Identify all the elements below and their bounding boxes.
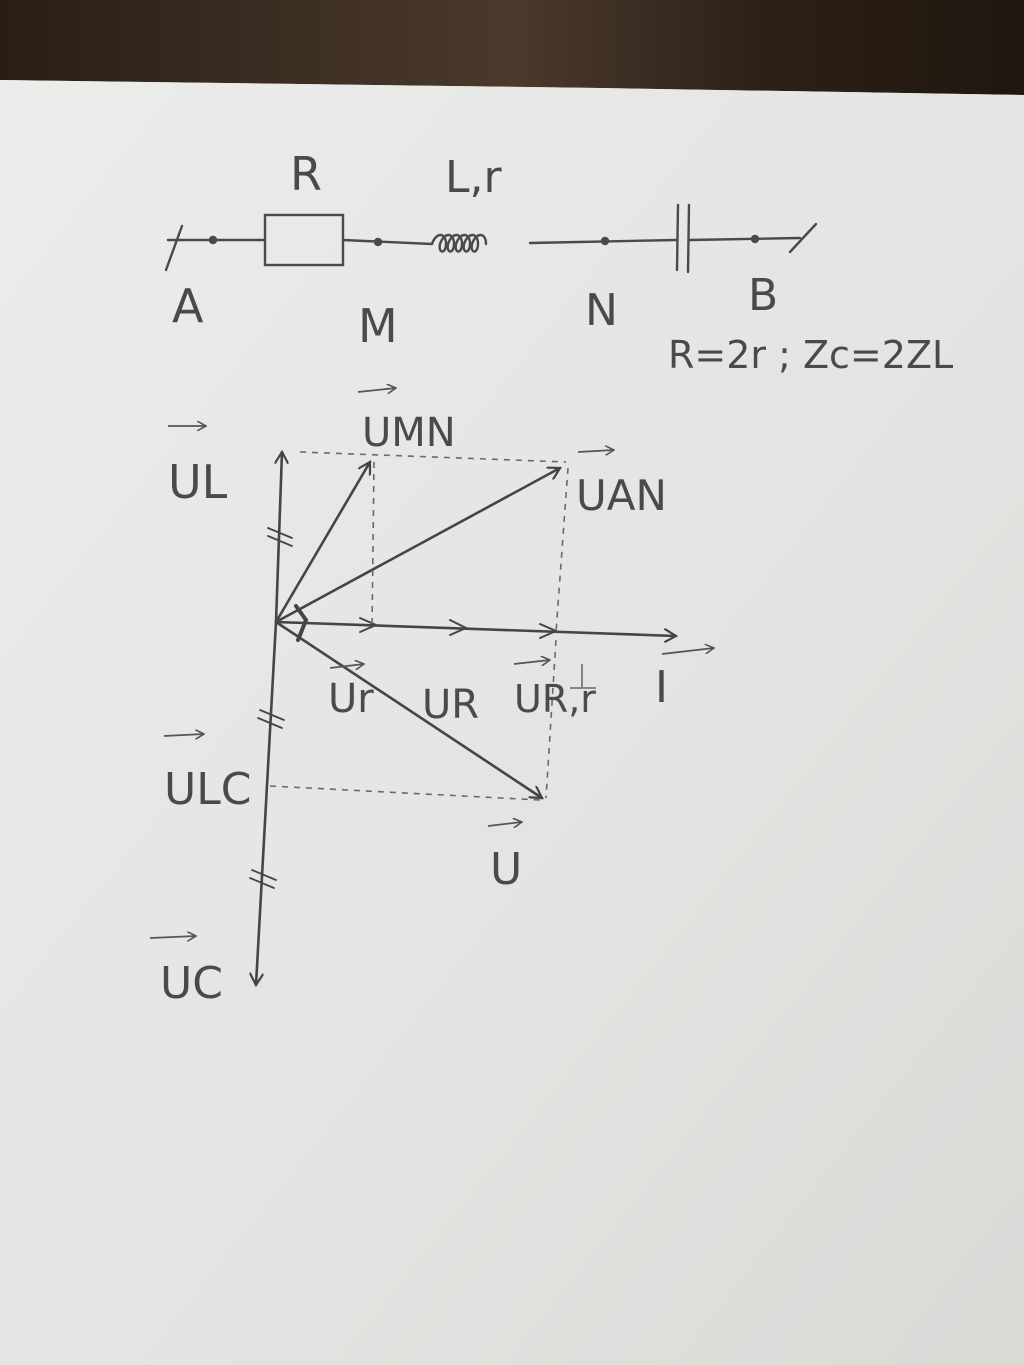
umn-label: UMN bbox=[362, 410, 456, 456]
capacitor-plate-1 bbox=[675, 203, 680, 272]
dashed-top bbox=[299, 451, 567, 463]
umn-vector bbox=[274, 462, 372, 624]
ulc-label: ULC bbox=[164, 764, 251, 815]
ur-overarrow bbox=[329, 664, 364, 668]
ul-axis-arrow bbox=[276, 452, 282, 624]
uan-vector bbox=[274, 468, 560, 624]
tick-mark bbox=[257, 717, 283, 729]
node-n-dot bbox=[600, 236, 610, 246]
resistor-label: R bbox=[290, 147, 322, 201]
current-label: I bbox=[655, 662, 668, 713]
wire-c-b bbox=[688, 236, 802, 242]
ur-big-label: UR bbox=[422, 682, 479, 728]
current-overarrow bbox=[661, 648, 714, 655]
phasor-diagram bbox=[250, 452, 676, 985]
ur-tick-arrow-2 bbox=[449, 619, 469, 636]
wooden-table bbox=[0, 0, 1024, 95]
dashed-u-drop bbox=[545, 639, 557, 799]
ulc-overarrow bbox=[163, 734, 204, 736]
relation-text: R=2r ; Zc=2ZL bbox=[668, 333, 953, 377]
dashed-uan-drop bbox=[555, 467, 569, 633]
uc-overarrow bbox=[149, 936, 196, 938]
urr-overarrow bbox=[513, 660, 550, 664]
dashed-u-across bbox=[269, 785, 541, 801]
wire-r-l bbox=[341, 238, 434, 246]
capacitor-plate-2 bbox=[686, 203, 691, 274]
dashed-umn-drop bbox=[371, 461, 375, 631]
node-m-dot bbox=[373, 237, 383, 247]
perpendicular-mark bbox=[570, 664, 596, 689]
u-overarrow bbox=[487, 822, 522, 826]
paper-sheet bbox=[0, 80, 1024, 1365]
uan-label: UAN bbox=[576, 471, 667, 520]
tick-mark bbox=[249, 877, 275, 889]
node-n-label: N bbox=[585, 285, 618, 336]
ul-label: UL bbox=[168, 455, 228, 509]
terminal-a-tick bbox=[164, 224, 184, 272]
construction-lines bbox=[269, 451, 569, 801]
ur-tick-arrow bbox=[359, 617, 379, 633]
tick-mark bbox=[251, 869, 277, 881]
right-angle-mark bbox=[294, 604, 309, 642]
phasor-labels: UL UMN UAN I Ur UR UR,r ULC U UC bbox=[149, 388, 714, 1009]
tick-mark bbox=[259, 709, 285, 721]
node-m-label: M bbox=[358, 299, 398, 353]
terminal-b-tick bbox=[788, 222, 818, 254]
node-b-label: B bbox=[748, 270, 778, 321]
uan-overarrow bbox=[577, 450, 614, 452]
urr-tick-arrow bbox=[539, 623, 559, 639]
node-b-dot bbox=[750, 234, 760, 244]
u-label: U bbox=[490, 844, 522, 895]
current-axis-arrow bbox=[274, 620, 676, 636]
circuit-diagram bbox=[164, 203, 818, 274]
tick-mark bbox=[267, 527, 293, 539]
node-a-label: A bbox=[172, 279, 204, 333]
inductor-coil bbox=[430, 233, 488, 253]
ur-label: Ur bbox=[328, 676, 374, 722]
tick-mark bbox=[267, 535, 293, 547]
node-a-dot bbox=[208, 235, 218, 245]
uc-label: UC bbox=[160, 958, 223, 1009]
umn-overarrow bbox=[357, 388, 396, 392]
uc-axis-arrow bbox=[256, 620, 278, 985]
circuit-labels: R L,r A M N B R=2r ; Zc=2ZL bbox=[172, 147, 953, 377]
urr-label: UR,r bbox=[514, 677, 596, 721]
inductor-label: L,r bbox=[445, 152, 503, 203]
u-vector bbox=[274, 620, 542, 800]
